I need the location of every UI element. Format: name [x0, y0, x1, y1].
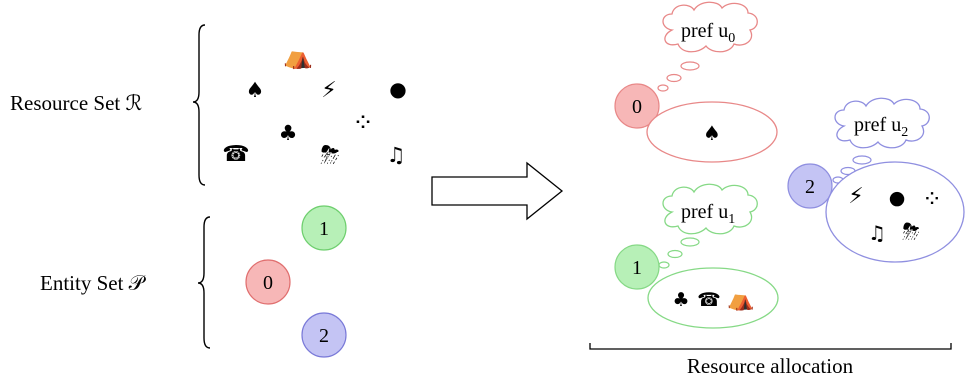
resource-allocation-label: Resource allocation — [687, 354, 854, 378]
music-note-icon: ♫ — [387, 143, 406, 167]
thought-bubble-dot — [666, 73, 682, 83]
rain-cloud-icon: ⛈ — [902, 220, 920, 245]
entity-circle — [301, 205, 347, 251]
entity-node-1: 1 — [301, 205, 347, 251]
resource-set-brace — [192, 24, 206, 186]
entity-circle — [245, 259, 291, 305]
entity-node-2: 2 — [301, 312, 347, 358]
allocation-bracket — [589, 343, 952, 350]
entity-label: 0 — [263, 272, 273, 294]
preference-cloud-1: pref u1 — [658, 183, 758, 269]
circle-icon: ● — [389, 77, 406, 101]
entity-set-brace — [197, 216, 211, 349]
entity-label: 0 — [632, 96, 642, 118]
allocation-bag-2 — [825, 161, 965, 263]
spade-icon: ♠ — [703, 121, 721, 145]
allocation-entity-1: pref u1 1 ♣ ☎ ⛺ — [614, 183, 779, 329]
entity-set-label: Entity Set 𝒫 — [40, 271, 147, 295]
thought-bubble-dot — [680, 61, 700, 71]
dots-icon: ⁘ — [922, 185, 942, 213]
entity-circle — [787, 163, 833, 209]
pref-label-2: pref u2 — [854, 114, 908, 140]
tent-icon: ⛺ — [283, 42, 313, 70]
entity-circle — [301, 312, 347, 358]
entity-node-0: 0 — [245, 259, 291, 305]
entity-label: 2 — [805, 176, 815, 198]
allocation-entity-0: pref u0 0 ♠ — [614, 1, 778, 163]
allocation-bag-0 — [646, 101, 778, 163]
thought-bubble-dot — [852, 155, 872, 165]
club-icon: ♣ — [279, 121, 298, 145]
circle-icon: ● — [889, 187, 906, 209]
entity-label: 2 — [319, 325, 329, 347]
pref-label-0: pref u0 — [681, 20, 735, 46]
preference-cloud-0: pref u0 — [657, 1, 758, 92]
lightning-icon: ⚡ — [848, 184, 863, 209]
resource-icons: ⛺ ♠ ⚡ ● ⁘ ♣ ☎ ⛈ ♫ — [222, 42, 406, 169]
rain-cloud-icon: ⛈ — [320, 141, 339, 169]
thought-bubble-dot — [680, 237, 700, 247]
preference-cloud-2: pref u2 — [832, 97, 930, 184]
lightning-icon: ⚡ — [321, 78, 336, 103]
allocation-bag-1 — [647, 267, 779, 329]
thought-bubble-dot — [658, 261, 670, 269]
club-icon: ♣ — [672, 289, 689, 311]
entity-circle — [614, 244, 660, 290]
resource-set-label: Resource Set ℛ — [10, 91, 142, 115]
transform-arrow — [431, 161, 564, 221]
phone-icon: ☎ — [222, 142, 249, 167]
entity-circle — [614, 83, 660, 129]
entity-label: 1 — [319, 218, 329, 240]
spade-icon: ♠ — [246, 78, 265, 102]
thought-bubble-dot — [667, 249, 683, 259]
allocation-entity-2: pref u2 2 ⚡ ● ⁘ ♫ ⛈ — [787, 97, 965, 263]
music-note-icon: ♫ — [868, 221, 886, 245]
dots-icon: ⁘ — [352, 108, 374, 138]
entity-label: 1 — [632, 257, 642, 279]
pref-label-1: pref u1 — [681, 201, 735, 227]
thought-bubble-dot — [657, 84, 669, 92]
phone-icon: ☎ — [697, 289, 721, 311]
tent-icon: ⛺ — [727, 287, 754, 312]
